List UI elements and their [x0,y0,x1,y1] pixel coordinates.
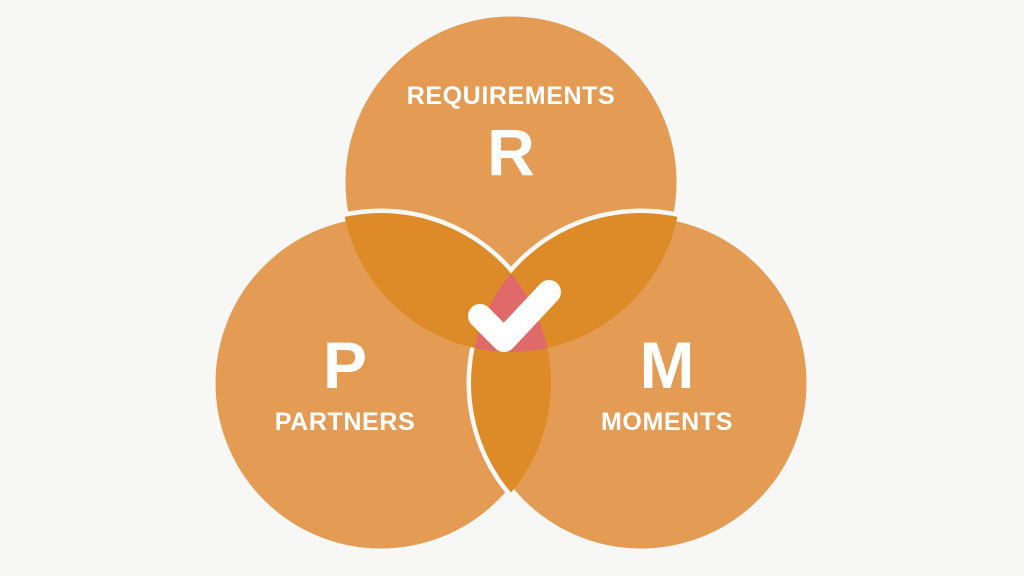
checkmark-icon [468,280,561,352]
overlap-requirements-partners [341,213,551,352]
